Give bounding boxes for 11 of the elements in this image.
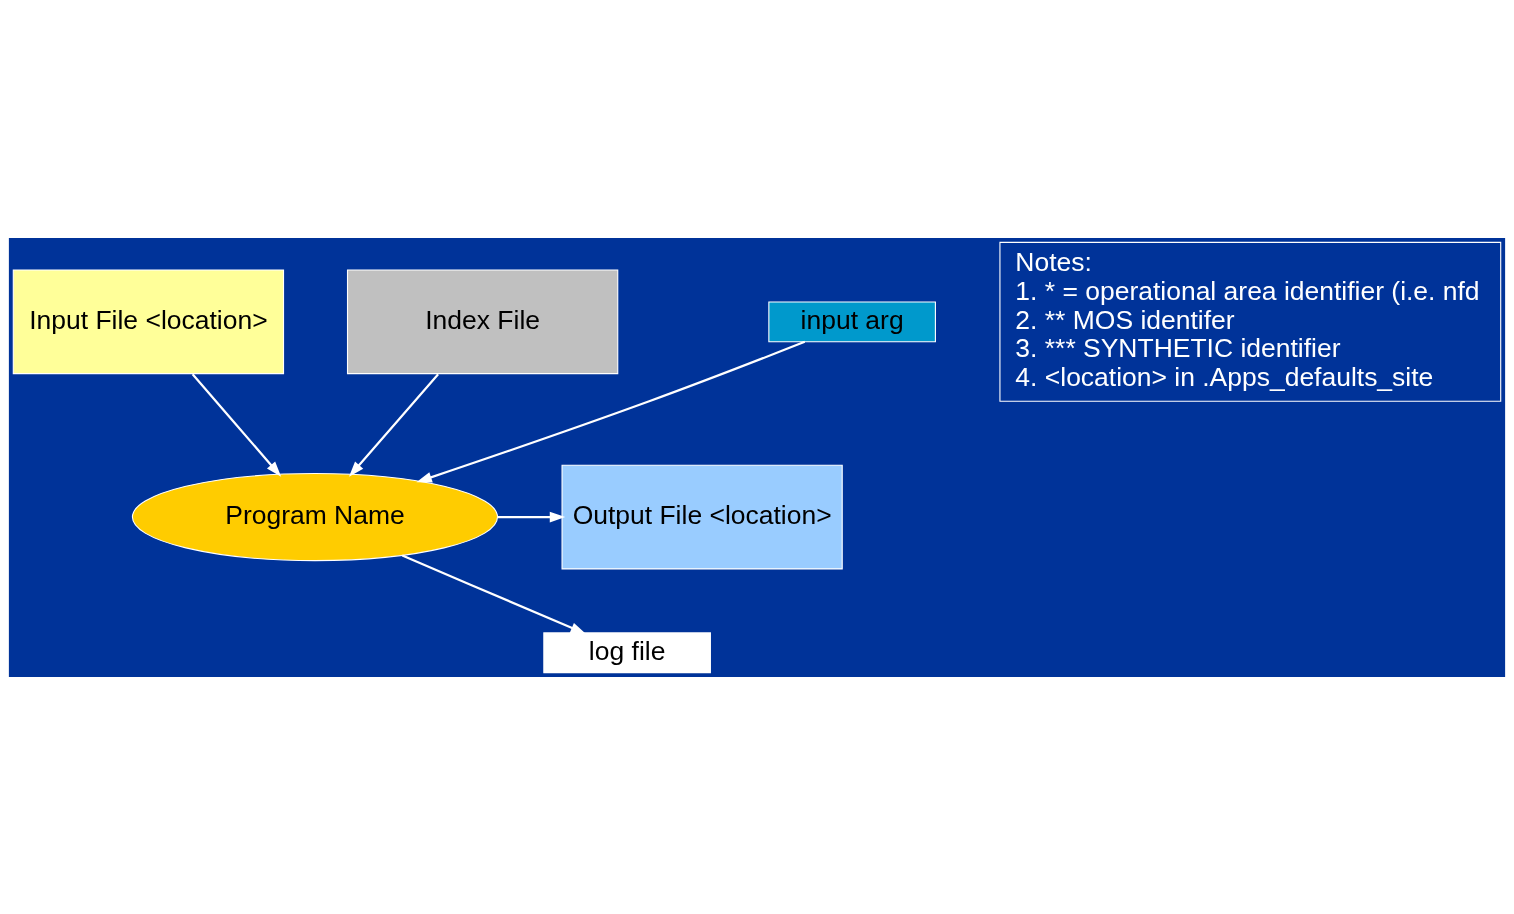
node-box: Input File <location>	[12, 268, 285, 374]
arrow	[416, 340, 806, 482]
node-box: Index File	[346, 268, 619, 374]
arrow	[191, 372, 282, 477]
arrow	[349, 372, 439, 477]
arrow	[497, 511, 566, 522]
arrow	[401, 554, 587, 634]
node-box: log file	[543, 631, 711, 673]
node-box: input arg	[768, 300, 936, 342]
node-box: Notes: 1. * = operational area identifier (i.e. nfd 2. ** MOS identifer 3. *** SYNTHETIC identifier 4. <location> in .Apps_defaults_site	[999, 241, 1502, 402]
node-box: Output File <location>	[561, 464, 843, 569]
